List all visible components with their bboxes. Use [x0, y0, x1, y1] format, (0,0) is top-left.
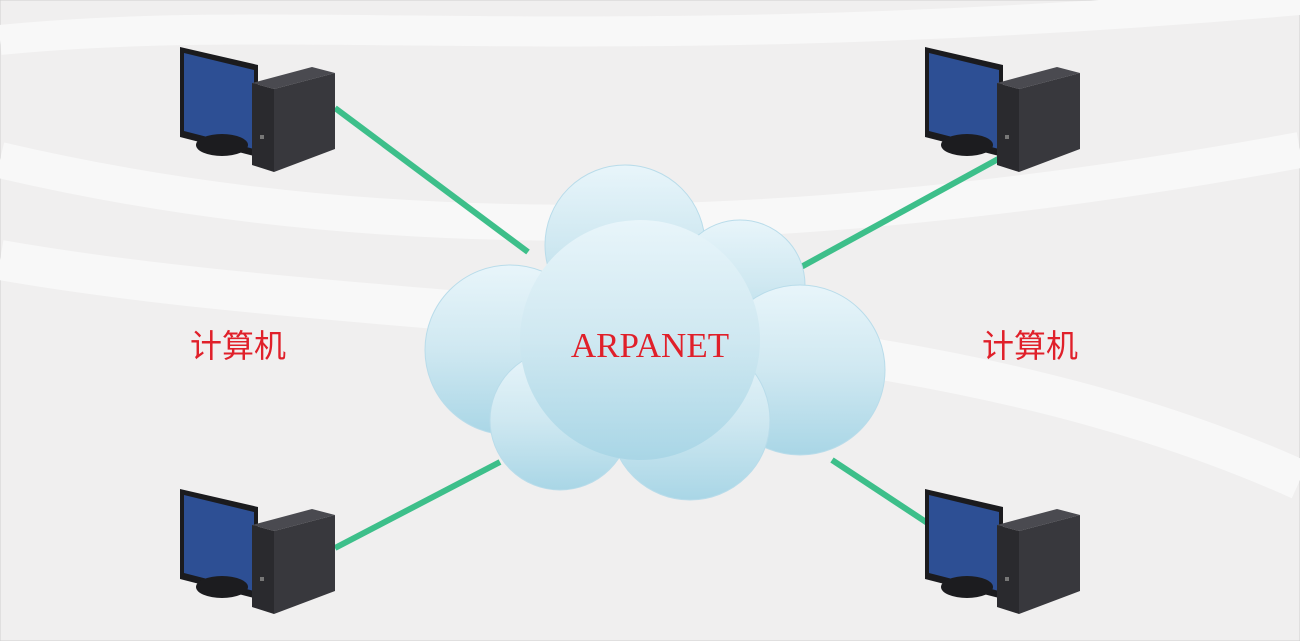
- network-links: [333, 105, 1002, 551]
- link-bottom-right: [830, 457, 934, 529]
- network-label: ARPANET: [571, 326, 729, 365]
- computer-label-right: 计算机: [982, 328, 1078, 364]
- cloud-icon: [424, 164, 886, 501]
- background-swoosh: [0, 132, 1300, 241]
- link-top-left: [333, 105, 530, 255]
- link-top-right: [790, 155, 1002, 275]
- link-bottom-left: [333, 459, 502, 551]
- computer-label-left: 计算机: [190, 328, 286, 364]
- background-swoosh: [0, 0, 1300, 55]
